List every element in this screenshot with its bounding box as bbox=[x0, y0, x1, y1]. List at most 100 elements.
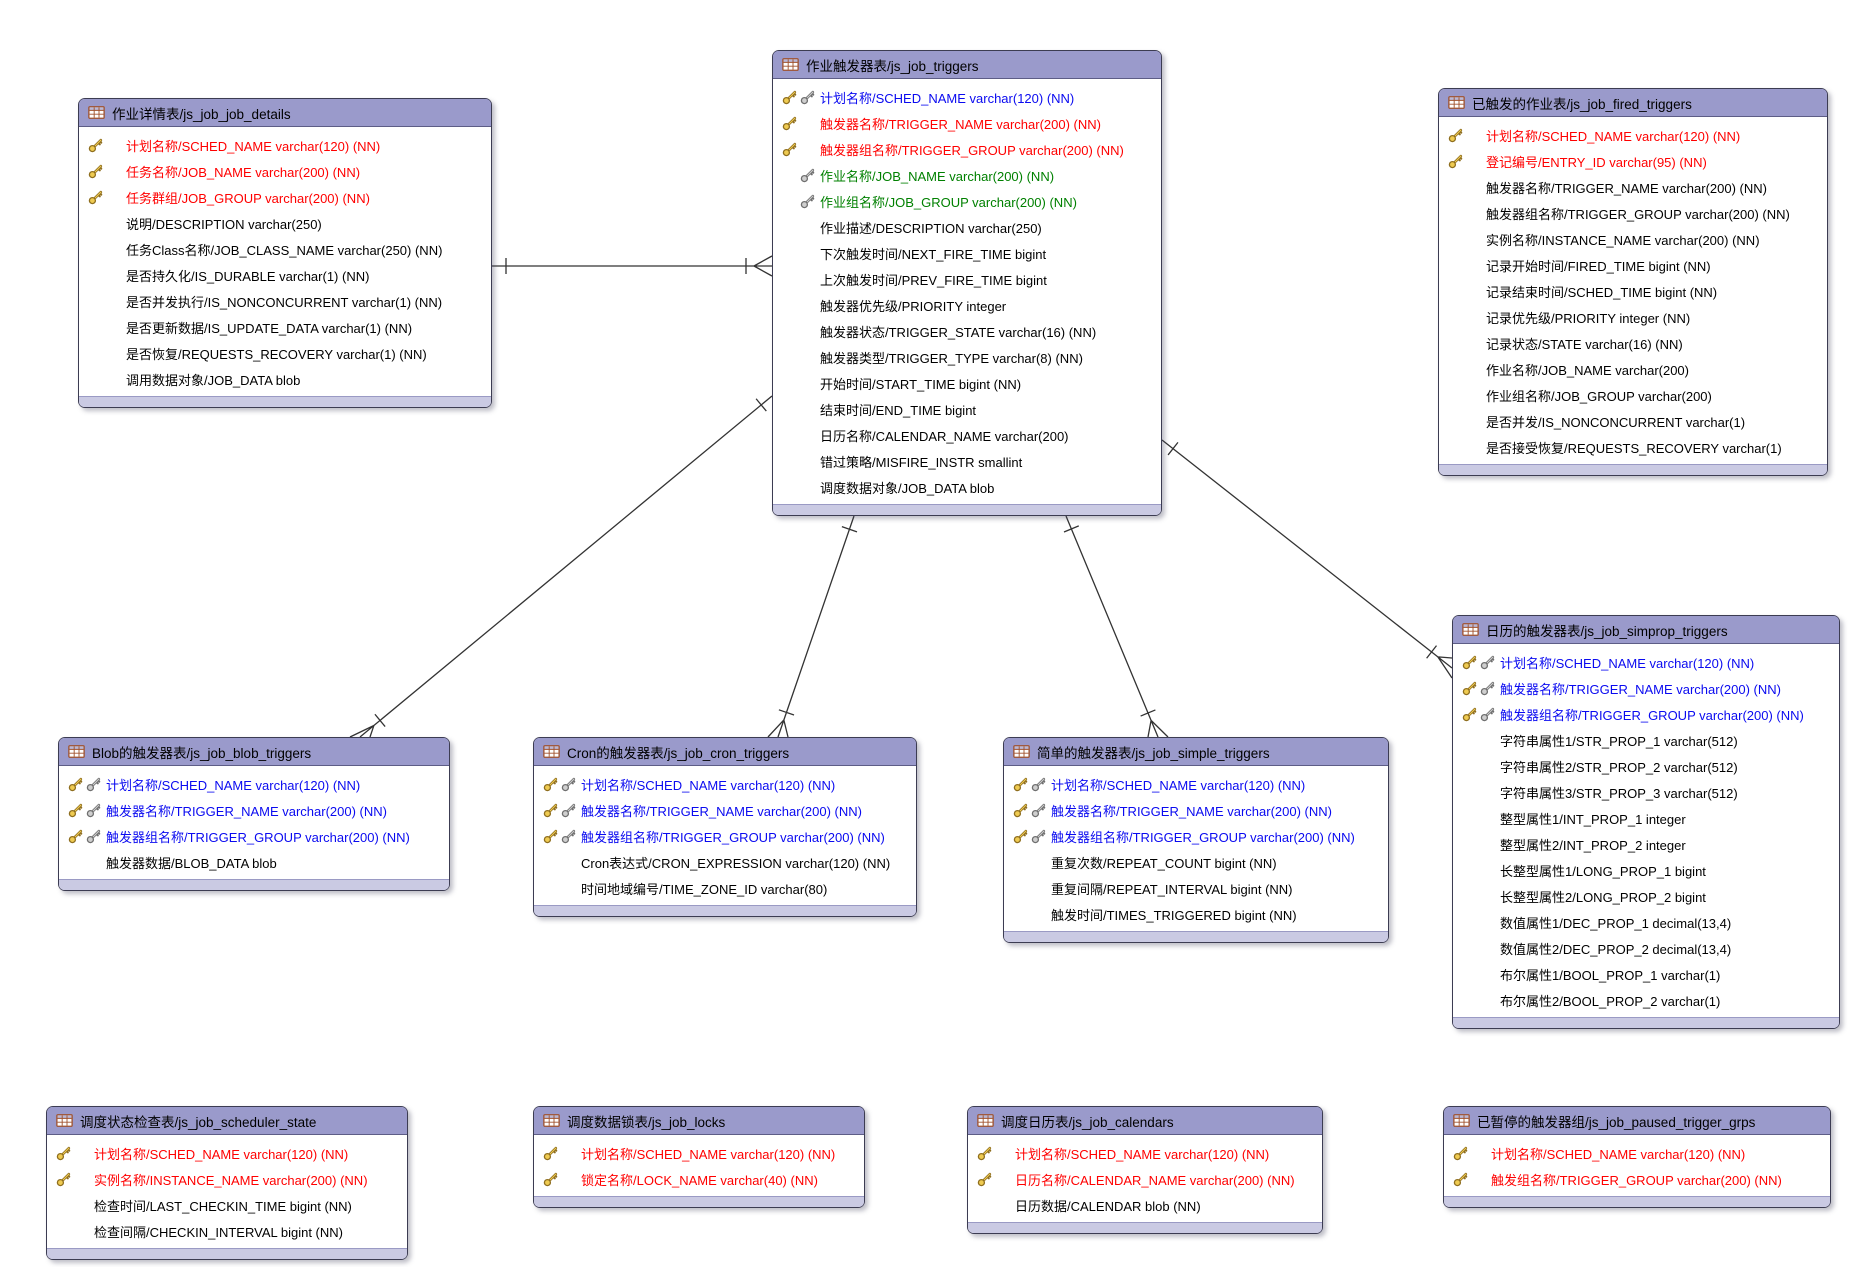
table-field-row[interactable]: 调用数据对象/JOB_DATA blob bbox=[79, 366, 491, 392]
table-js_job_simple_triggers[interactable]: 简单的触发器表/js_job_simple_triggers 计划名称/SCHED… bbox=[1003, 737, 1389, 943]
table-header[interactable]: 简单的触发器表/js_job_simple_triggers bbox=[1004, 738, 1388, 766]
table-field-row[interactable]: 重复间隔/REPEAT_INTERVAL bigint (NN) bbox=[1004, 875, 1388, 901]
table-field-row[interactable]: 任务群组/JOB_GROUP varchar(200) (NN) bbox=[79, 184, 491, 210]
table-field-row[interactable]: 作业描述/DESCRIPTION varchar(250) bbox=[773, 214, 1161, 240]
table-field-row[interactable]: 开始时间/START_TIME bigint (NN) bbox=[773, 370, 1161, 396]
table-js_job_scheduler_state[interactable]: 调度状态检查表/js_job_scheduler_state 计划名称/SCHED… bbox=[46, 1106, 408, 1260]
table-field-row[interactable]: 作业组名称/JOB_GROUP varchar(200) (NN) bbox=[773, 188, 1161, 214]
table-field-row[interactable]: 触发器名称/TRIGGER_NAME varchar(200) (NN) bbox=[59, 797, 449, 823]
table-field-row[interactable]: 记录优先级/PRIORITY integer (NN) bbox=[1439, 304, 1827, 330]
table-field-row[interactable]: 作业名称/JOB_NAME varchar(200) (NN) bbox=[773, 162, 1161, 188]
table-field-row[interactable]: 实例名称/INSTANCE_NAME varchar(200) (NN) bbox=[47, 1166, 407, 1192]
table-field-row[interactable]: 调度数据对象/JOB_DATA blob bbox=[773, 474, 1161, 500]
table-field-row[interactable]: 是否更新数据/IS_UPDATE_DATA varchar(1) (NN) bbox=[79, 314, 491, 340]
table-field-row[interactable]: 字符串属性3/STR_PROP_3 varchar(512) bbox=[1453, 779, 1839, 805]
table-field-row[interactable]: 触发器名称/TRIGGER_NAME varchar(200) (NN) bbox=[1439, 174, 1827, 200]
table-header[interactable]: 作业详情表/js_job_job_details bbox=[79, 99, 491, 127]
table-js_job_fired_triggers[interactable]: 已触发的作业表/js_job_fired_triggers 计划名称/SCHED_… bbox=[1438, 88, 1828, 476]
relationship-line-js_job_triggers-js_job_simprop_triggers[interactable] bbox=[1161, 439, 1453, 679]
table-header[interactable]: 调度状态检查表/js_job_scheduler_state bbox=[47, 1107, 407, 1135]
table-js_job_job_details[interactable]: 作业详情表/js_job_job_details 计划名称/SCHED_NAME … bbox=[78, 98, 492, 408]
relationship-line-js_job_triggers-js_job_blob_triggers[interactable] bbox=[349, 395, 773, 738]
table-field-row[interactable]: 检查间隔/CHECKIN_INTERVAL bigint (NN) bbox=[47, 1218, 407, 1244]
table-field-row[interactable]: 日历名称/CALENDAR_NAME varchar(200) (NN) bbox=[968, 1166, 1322, 1192]
relationship-line-js_job_job_details-js_job_triggers[interactable] bbox=[492, 255, 773, 277]
table-field-row[interactable]: 触发组名称/TRIGGER_GROUP varchar(200) (NN) bbox=[1444, 1166, 1830, 1192]
table-field-row[interactable]: 触发器优先级/PRIORITY integer bbox=[773, 292, 1161, 318]
table-field-row[interactable]: 触发器名称/TRIGGER_NAME varchar(200) (NN) bbox=[534, 797, 916, 823]
table-field-row[interactable]: 触发器名称/TRIGGER_NAME varchar(200) (NN) bbox=[1453, 675, 1839, 701]
table-field-row[interactable]: 触发器类型/TRIGGER_TYPE varchar(8) (NN) bbox=[773, 344, 1161, 370]
table-field-row[interactable]: 触发器组名称/TRIGGER_GROUP varchar(200) (NN) bbox=[534, 823, 916, 849]
table-field-row[interactable]: 是否接受恢复/REQUESTS_RECOVERY varchar(1) bbox=[1439, 434, 1827, 460]
table-field-row[interactable]: 计划名称/SCHED_NAME varchar(120) (NN) bbox=[1439, 122, 1827, 148]
table-field-row[interactable]: 结束时间/END_TIME bigint bbox=[773, 396, 1161, 422]
table-js_job_paused_trigger_grps[interactable]: 已暂停的触发器组/js_job_paused_trigger_grps 计划名称/… bbox=[1443, 1106, 1831, 1208]
table-field-row[interactable]: 触发器状态/TRIGGER_STATE varchar(16) (NN) bbox=[773, 318, 1161, 344]
table-field-row[interactable]: 触发器组名称/TRIGGER_GROUP varchar(200) (NN) bbox=[773, 136, 1161, 162]
table-header[interactable]: 作业触发器表/js_job_triggers bbox=[773, 51, 1161, 79]
table-field-row[interactable]: 计划名称/SCHED_NAME varchar(120) (NN) bbox=[1444, 1140, 1830, 1166]
table-field-row[interactable]: 计划名称/SCHED_NAME varchar(120) (NN) bbox=[534, 771, 916, 797]
table-field-row[interactable]: 登记编号/ENTRY_ID varchar(95) (NN) bbox=[1439, 148, 1827, 174]
table-js_job_blob_triggers[interactable]: Blob的触发器表/js_job_blob_triggers 计划名称/SCHED… bbox=[58, 737, 450, 891]
table-field-row[interactable]: 日历数据/CALENDAR blob (NN) bbox=[968, 1192, 1322, 1218]
table-header[interactable]: Blob的触发器表/js_job_blob_triggers bbox=[59, 738, 449, 766]
table-field-row[interactable]: 计划名称/SCHED_NAME varchar(120) (NN) bbox=[968, 1140, 1322, 1166]
table-header[interactable]: 调度数据锁表/js_job_locks bbox=[534, 1107, 864, 1135]
table-field-row[interactable]: Cron表达式/CRON_EXPRESSION varchar(120) (NN… bbox=[534, 849, 916, 875]
table-field-row[interactable]: 触发器数据/BLOB_DATA blob bbox=[59, 849, 449, 875]
table-field-row[interactable]: 触发器组名称/TRIGGER_GROUP varchar(200) (NN) bbox=[1004, 823, 1388, 849]
table-field-row[interactable]: 计划名称/SCHED_NAME varchar(120) (NN) bbox=[79, 132, 491, 158]
table-field-row[interactable]: 字符串属性2/STR_PROP_2 varchar(512) bbox=[1453, 753, 1839, 779]
table-field-row[interactable]: 长整型属性1/LONG_PROP_1 bigint bbox=[1453, 857, 1839, 883]
table-field-row[interactable]: 时间地域编号/TIME_ZONE_ID varchar(80) bbox=[534, 875, 916, 901]
table-field-row[interactable]: 作业组名称/JOB_GROUP varchar(200) bbox=[1439, 382, 1827, 408]
table-field-row[interactable]: 触发器名称/TRIGGER_NAME varchar(200) (NN) bbox=[773, 110, 1161, 136]
table-field-row[interactable]: 检查时间/LAST_CHECKIN_TIME bigint (NN) bbox=[47, 1192, 407, 1218]
table-field-row[interactable]: 计划名称/SCHED_NAME varchar(120) (NN) bbox=[59, 771, 449, 797]
table-field-row[interactable]: 计划名称/SCHED_NAME varchar(120) (NN) bbox=[534, 1140, 864, 1166]
table-field-row[interactable]: 任务Class名称/JOB_CLASS_NAME varchar(250) (N… bbox=[79, 236, 491, 262]
table-field-row[interactable]: 计划名称/SCHED_NAME varchar(120) (NN) bbox=[1004, 771, 1388, 797]
table-field-row[interactable]: 布尔属性2/BOOL_PROP_2 varchar(1) bbox=[1453, 987, 1839, 1013]
table-header[interactable]: 调度日历表/js_job_calendars bbox=[968, 1107, 1322, 1135]
table-field-row[interactable]: 日历名称/CALENDAR_NAME varchar(200) bbox=[773, 422, 1161, 448]
table-field-row[interactable]: 计划名称/SCHED_NAME varchar(120) (NN) bbox=[47, 1140, 407, 1166]
relationship-line-js_job_triggers-js_job_cron_triggers[interactable] bbox=[767, 515, 858, 738]
table-field-row[interactable]: 是否恢复/REQUESTS_RECOVERY varchar(1) (NN) bbox=[79, 340, 491, 366]
table-js_job_simprop_triggers[interactable]: 日历的触发器表/js_job_simprop_triggers 计划名称/SCHE… bbox=[1452, 615, 1840, 1029]
table-field-row[interactable]: 数值属性1/DEC_PROP_1 decimal(13,4) bbox=[1453, 909, 1839, 935]
table-field-row[interactable]: 是否持久化/IS_DURABLE varchar(1) (NN) bbox=[79, 262, 491, 288]
table-js_job_cron_triggers[interactable]: Cron的触发器表/js_job_cron_triggers 计划名称/SCHED… bbox=[533, 737, 917, 917]
table-js_job_locks[interactable]: 调度数据锁表/js_job_locks 计划名称/SCHED_NAME varch… bbox=[533, 1106, 865, 1208]
table-field-row[interactable]: 触发器组名称/TRIGGER_GROUP varchar(200) (NN) bbox=[1453, 701, 1839, 727]
table-field-row[interactable]: 触发时间/TIMES_TRIGGERED bigint (NN) bbox=[1004, 901, 1388, 927]
table-field-row[interactable]: 作业名称/JOB_NAME varchar(200) bbox=[1439, 356, 1827, 382]
table-field-row[interactable]: 是否并发执行/IS_NONCONCURRENT varchar(1) (NN) bbox=[79, 288, 491, 314]
table-field-row[interactable]: 整型属性1/INT_PROP_1 integer bbox=[1453, 805, 1839, 831]
table-field-row[interactable]: 下次触发时间/NEXT_FIRE_TIME bigint bbox=[773, 240, 1161, 266]
table-field-row[interactable]: 记录状态/STATE varchar(16) (NN) bbox=[1439, 330, 1827, 356]
table-field-row[interactable]: 计划名称/SCHED_NAME varchar(120) (NN) bbox=[1453, 649, 1839, 675]
table-field-row[interactable]: 上次触发时间/PREV_FIRE_TIME bigint bbox=[773, 266, 1161, 292]
table-field-row[interactable]: 触发器名称/TRIGGER_NAME varchar(200) (NN) bbox=[1004, 797, 1388, 823]
table-field-row[interactable]: 数值属性2/DEC_PROP_2 decimal(13,4) bbox=[1453, 935, 1839, 961]
table-field-row[interactable]: 记录开始时间/FIRED_TIME bigint (NN) bbox=[1439, 252, 1827, 278]
table-js_job_calendars[interactable]: 调度日历表/js_job_calendars 计划名称/SCHED_NAME va… bbox=[967, 1106, 1323, 1234]
table-header[interactable]: 已暂停的触发器组/js_job_paused_trigger_grps bbox=[1444, 1107, 1830, 1135]
table-field-row[interactable]: 触发器组名称/TRIGGER_GROUP varchar(200) (NN) bbox=[59, 823, 449, 849]
table-field-row[interactable]: 任务名称/JOB_NAME varchar(200) (NN) bbox=[79, 158, 491, 184]
table-field-row[interactable]: 说明/DESCRIPTION varchar(250) bbox=[79, 210, 491, 236]
table-field-row[interactable]: 长整型属性2/LONG_PROP_2 bigint bbox=[1453, 883, 1839, 909]
table-field-row[interactable]: 重复次数/REPEAT_COUNT bigint (NN) bbox=[1004, 849, 1388, 875]
table-header[interactable]: 日历的触发器表/js_job_simprop_triggers bbox=[1453, 616, 1839, 644]
relationship-line-js_job_triggers-js_job_simple_triggers[interactable] bbox=[1063, 515, 1169, 738]
table-header[interactable]: Cron的触发器表/js_job_cron_triggers bbox=[534, 738, 916, 766]
table-field-row[interactable]: 字符串属性1/STR_PROP_1 varchar(512) bbox=[1453, 727, 1839, 753]
table-header[interactable]: 已触发的作业表/js_job_fired_triggers bbox=[1439, 89, 1827, 117]
table-field-row[interactable]: 记录结束时间/SCHED_TIME bigint (NN) bbox=[1439, 278, 1827, 304]
table-field-row[interactable]: 错过策略/MISFIRE_INSTR smallint bbox=[773, 448, 1161, 474]
table-field-row[interactable]: 布尔属性1/BOOL_PROP_1 varchar(1) bbox=[1453, 961, 1839, 987]
